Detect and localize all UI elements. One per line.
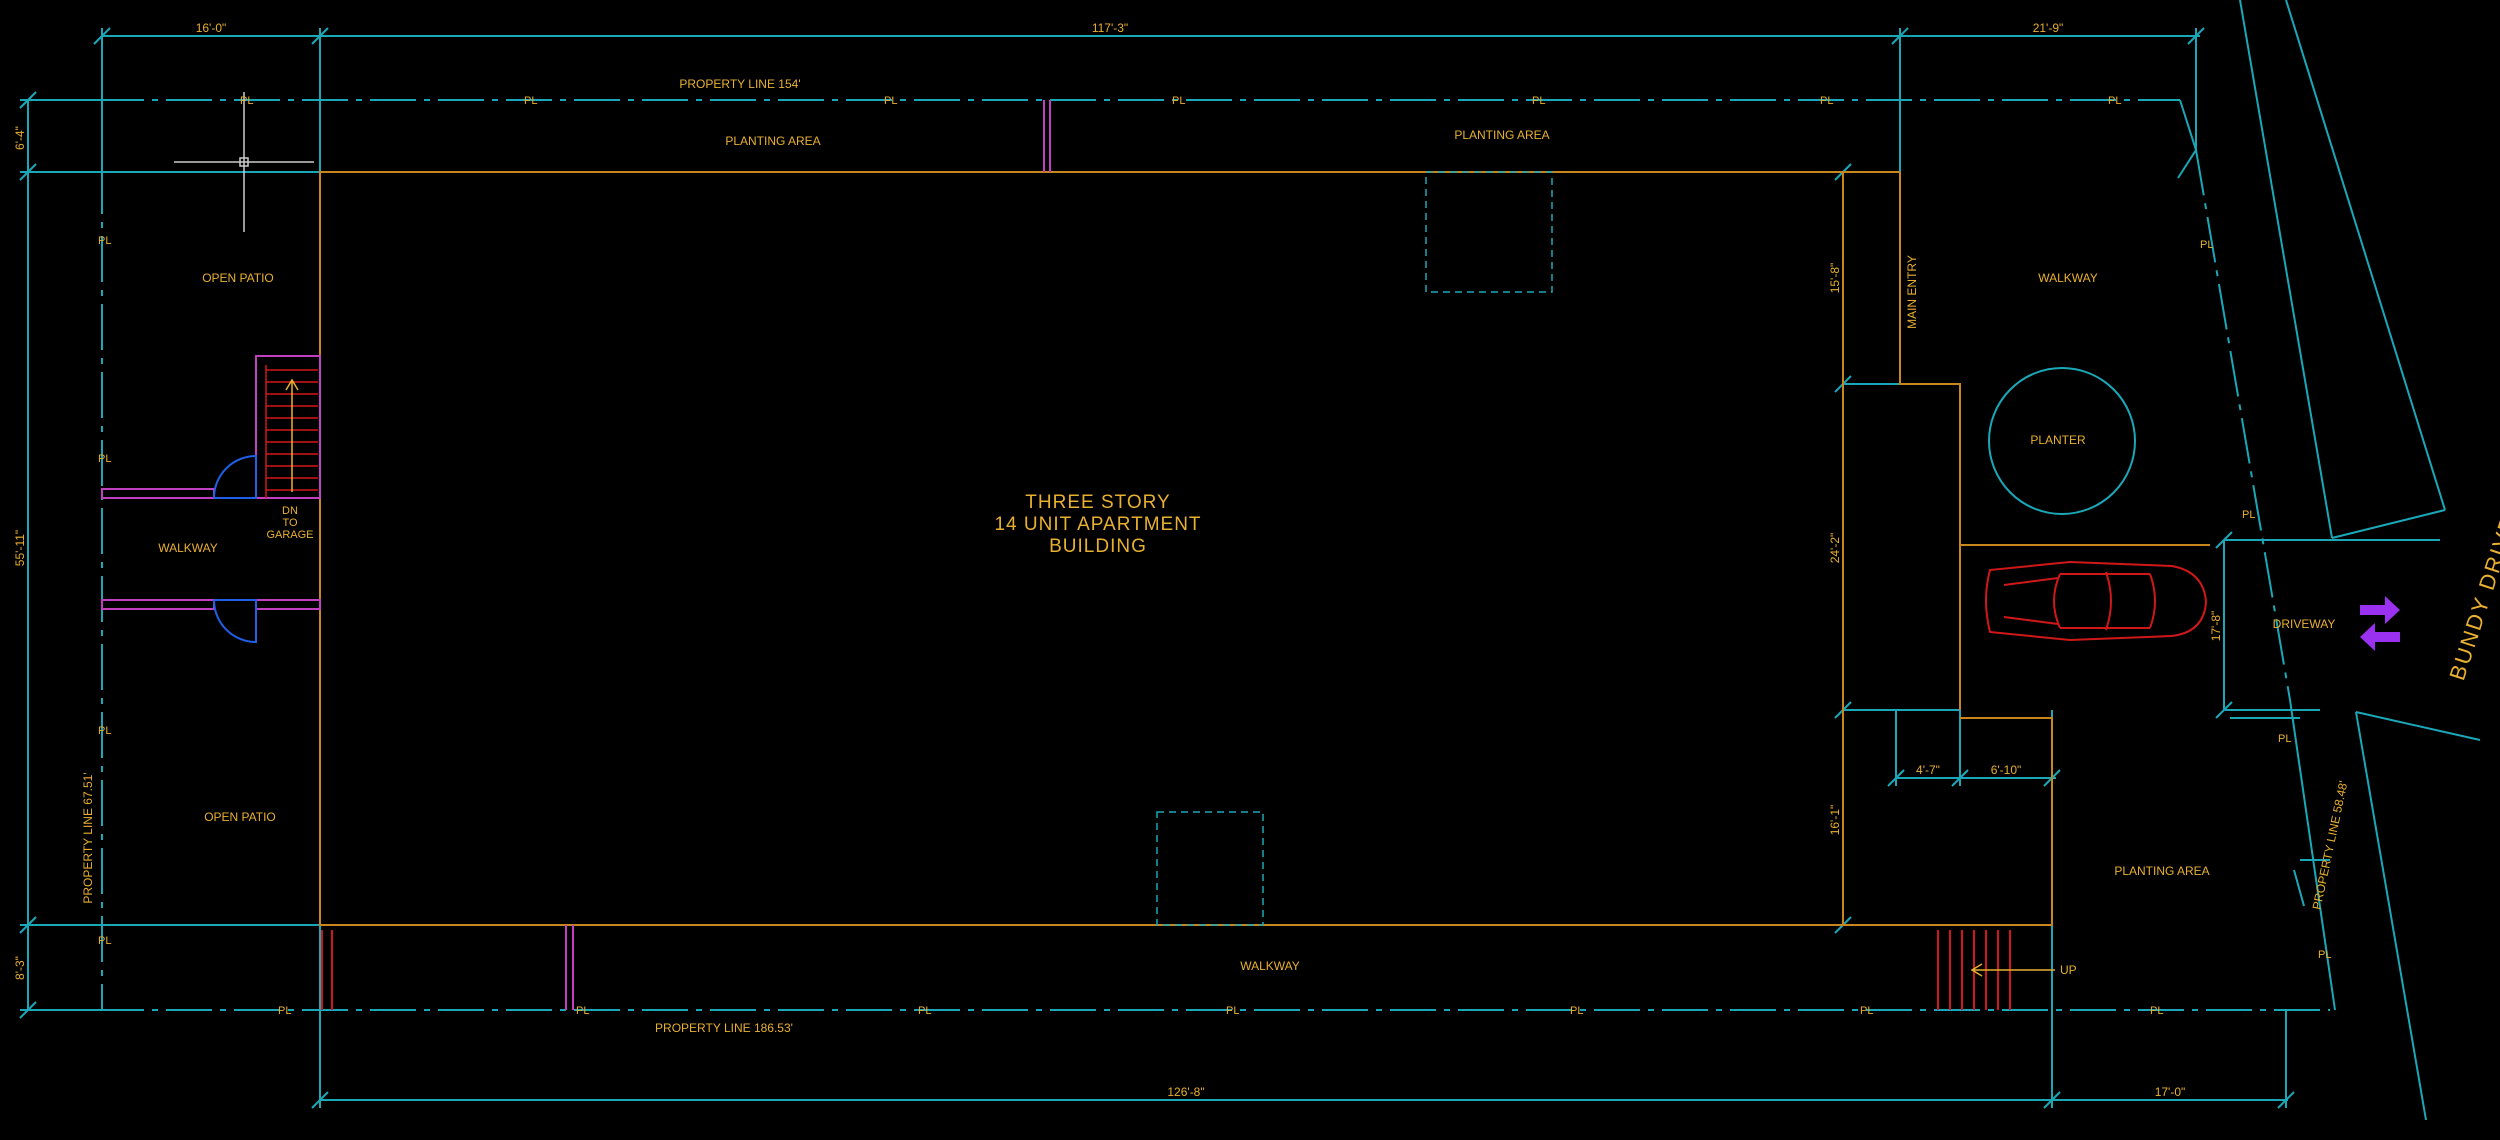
pl-marker: PL xyxy=(576,1005,589,1017)
garage-stair-label-garage: GARAGE xyxy=(266,529,313,541)
building-outline xyxy=(319,171,2210,926)
garage-stair-label-to: TO xyxy=(282,517,298,529)
door-swings xyxy=(213,454,257,644)
traffic-arrows-icon xyxy=(2360,596,2400,651)
dim-entry-b: 6'-10" xyxy=(1991,763,2022,777)
pl-marker: PL xyxy=(1172,95,1185,107)
street-name-label: BUNDY DRIVE xyxy=(2444,512,2500,683)
dim-driveway-width: 17'-8" xyxy=(2209,611,2223,642)
dimension-lines xyxy=(19,27,2295,1109)
property-line-west-label: PROPERTY LINE 67.51' xyxy=(81,772,95,903)
area-labels: PLANTING AREA PLANTING AREA PLANTING ARE… xyxy=(158,128,2500,973)
pl-marker: PL xyxy=(524,95,537,107)
dim-right-a: 15'-8" xyxy=(1828,263,1842,294)
pl-marker: PL xyxy=(2108,95,2121,107)
car-icon xyxy=(1985,560,2208,642)
pl-marker: PL xyxy=(278,1005,291,1017)
dim-left-top: 6'-4" xyxy=(13,126,27,150)
up-label: UP xyxy=(2060,963,2077,977)
building-label-line3: BUILDING xyxy=(1049,536,1147,557)
property-line-labels: PROPERTY LINE 154' PROPERTY LINE 186.53'… xyxy=(81,77,2351,1035)
walkway-west-label: WALKWAY xyxy=(158,541,218,555)
main-entry-label: MAIN ENTRY xyxy=(1905,255,1919,329)
planting-area-se-label: PLANTING AREA xyxy=(2114,864,2209,878)
west-walls xyxy=(101,100,1051,1010)
pl-marker: PL xyxy=(1570,1005,1583,1017)
planting-area-left-label: PLANTING AREA xyxy=(725,134,820,148)
dimension-labels: 16'-0" 117'-3" 21'-9" 6'-4" 55'-11" 8'-3… xyxy=(13,21,2223,1099)
dim-top-right: 21'-9" xyxy=(2033,21,2064,35)
building-label-line1: THREE STORY xyxy=(1025,492,1170,513)
property-line-east-label: PROPERTY LINE 58.48' xyxy=(2310,780,2351,911)
open-patio-bottom-label: OPEN PATIO xyxy=(204,810,276,824)
dim-entry-a: 4'-7" xyxy=(1916,763,1940,777)
pl-marker: PL xyxy=(1226,1005,1239,1017)
street-lines xyxy=(2225,0,2481,1121)
pl-markers: PL PL PL PL PL PL PL PL PL PL PL PL PL P… xyxy=(98,95,2331,1017)
open-patio-top-label: OPEN PATIO xyxy=(202,271,274,285)
pl-marker: PL xyxy=(2150,1005,2163,1017)
walkway-south-label: WALKWAY xyxy=(1240,959,1300,973)
property-line-north-label: PROPERTY LINE 154' xyxy=(679,77,800,91)
pl-marker: PL xyxy=(2242,509,2255,521)
dim-bottom-mid: 126'-8" xyxy=(1167,1085,1204,1099)
pl-marker: PL xyxy=(98,725,111,737)
south-steps xyxy=(321,930,2011,1010)
dashed-openings xyxy=(1156,171,1553,926)
up-arrow-icon xyxy=(1970,963,2055,977)
north-east-boundary xyxy=(2177,99,2198,179)
dim-top-left: 16'-0" xyxy=(196,21,227,35)
pl-marker: PL xyxy=(98,453,111,465)
dim-left-mid: 55'-11" xyxy=(13,530,27,566)
pl-marker: PL xyxy=(1820,95,1833,107)
pl-marker: PL xyxy=(2278,733,2291,745)
pl-marker: PL xyxy=(240,95,253,107)
pl-marker: PL xyxy=(98,935,111,947)
planter-label: PLANTER xyxy=(2030,433,2086,447)
pl-marker: PL xyxy=(2318,949,2331,961)
dim-top-mid: 117'-3" xyxy=(1092,21,1128,35)
pl-marker: PL xyxy=(918,1005,931,1017)
property-line-south-label: PROPERTY LINE 186.53' xyxy=(655,1021,793,1035)
building-label: THREE STORY 14 UNIT APARTMENT BUILDING xyxy=(994,492,1201,557)
pl-marker: PL xyxy=(884,95,897,107)
dim-right-b: 24'-2" xyxy=(1828,533,1842,564)
garage-stair-label-dn: DN xyxy=(282,505,298,517)
stair-up-arrow-icon xyxy=(285,378,299,492)
driveway-label: DRIVEWAY xyxy=(2273,617,2336,631)
pl-marker: PL xyxy=(2200,239,2213,251)
planting-area-right-label: PLANTING AREA xyxy=(1454,128,1549,142)
planter-circle xyxy=(1988,367,2136,515)
garage-stair-label: DN TO GARAGE xyxy=(266,505,313,541)
pl-marker: PL xyxy=(1860,1005,1873,1017)
property-lines xyxy=(30,99,2330,1011)
dim-right-c: 16'-1" xyxy=(1828,805,1842,836)
crosshair-cursor-icon xyxy=(174,92,314,232)
pl-marker: PL xyxy=(1532,95,1545,107)
building-label-line2: 14 UNIT APARTMENT xyxy=(994,514,1201,535)
dim-left-bot: 8'-3" xyxy=(13,956,27,980)
pl-marker: PL xyxy=(98,235,111,247)
walkway-east-label: WALKWAY xyxy=(2038,271,2098,285)
dim-bottom-right: 17'-0" xyxy=(2155,1085,2186,1099)
